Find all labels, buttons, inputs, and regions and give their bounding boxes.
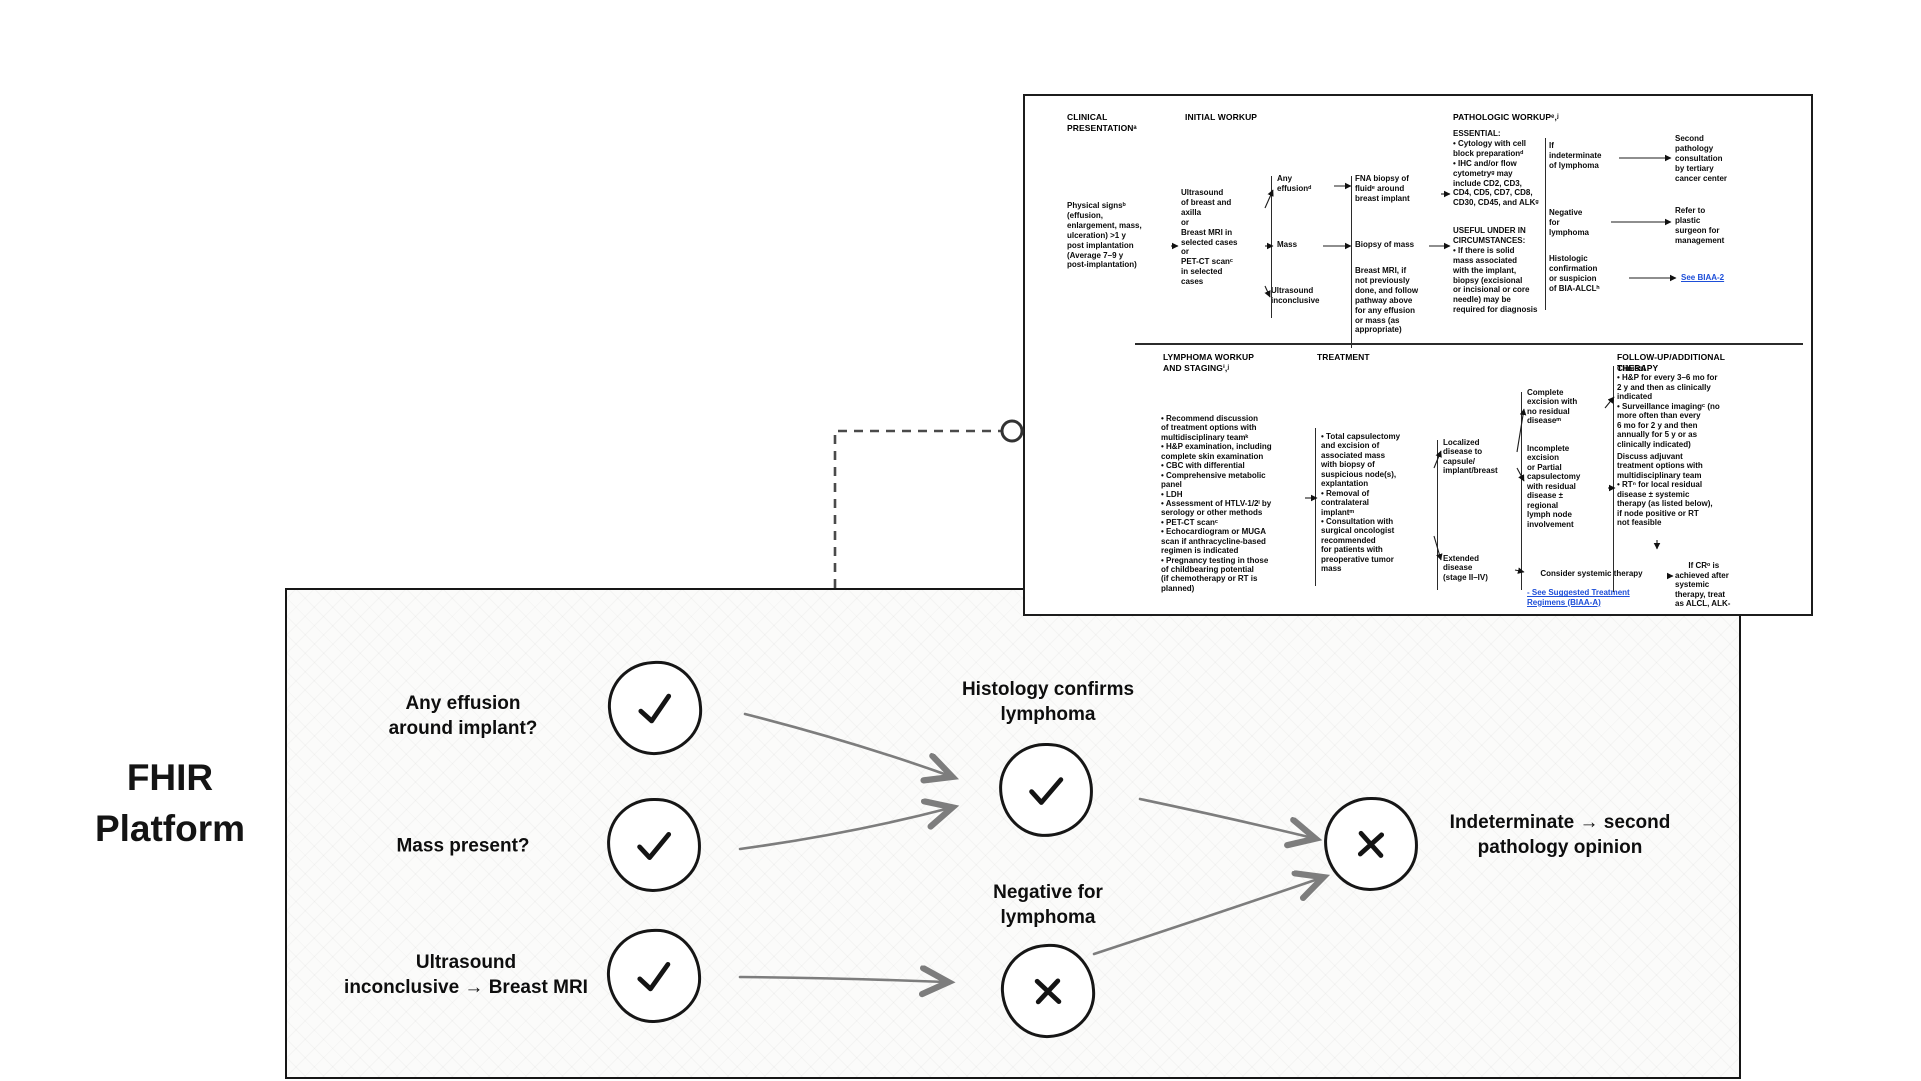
node-negative-lymphoma: Negative for lymphoma xyxy=(1549,208,1590,237)
bracket-line xyxy=(1613,366,1614,592)
x-node-indeterminate[interactable] xyxy=(1322,795,1420,893)
node-essential: ESSENTIAL: • Cytology with cell block pr… xyxy=(1453,129,1539,208)
question-effusion-label[interactable]: Any effusion around implant? xyxy=(388,692,538,739)
node-adjuvant: Discuss adjuvant treatment options with … xyxy=(1617,452,1713,528)
check-icon xyxy=(638,693,672,724)
node-useful: USEFUL UNDER IN CIRCUMSTANCES: • If ther… xyxy=(1453,226,1538,315)
consider-systemic-text: Consider systemic therapy xyxy=(1540,569,1643,579)
flowchart-header-initial: INITIAL WORKUP xyxy=(1185,112,1258,122)
x-node-negative[interactable] xyxy=(998,941,1098,1041)
bracket-line xyxy=(1315,428,1316,586)
link-see-biaa2: See BIAA-2 xyxy=(1681,273,1725,282)
node-breast-mri: Breast MRI, if not previously done, and … xyxy=(1355,266,1419,335)
node-if-cr: If CRᵒ is achieved after systemic therap… xyxy=(1675,552,1765,614)
node-physical-signs: Physical signsᵇ (effusion, enlargement, … xyxy=(1067,201,1142,270)
check-node-ultrasound[interactable] xyxy=(605,927,703,1025)
bracket-line xyxy=(1521,392,1522,590)
node-biopsy-of-mass: Biopsy of mass xyxy=(1355,240,1415,249)
outcome-negative-label[interactable]: Negative for lymphoma xyxy=(993,881,1103,928)
outcome-indeterminate-label[interactable]: Indeterminate → second pathology opinion xyxy=(1449,811,1671,858)
check-icon xyxy=(637,961,671,992)
bracket-line xyxy=(1437,440,1438,590)
question-mass-label[interactable]: Mass present? xyxy=(396,835,530,857)
node-incomplete-excision: Incomplete excision or Partial capsulect… xyxy=(1527,444,1581,529)
node-treatment-list: • Total capsulectomy and excision of ass… xyxy=(1321,432,1401,574)
reference-connector xyxy=(833,419,1024,588)
if-cr-text: If CRᵒ is achieved after systemic therap… xyxy=(1675,561,1731,609)
node-fna-biopsy: FNA biopsy of fluidᵉ around breast impla… xyxy=(1355,174,1410,203)
flowchart-header-followup: FOLLOW-UP/ADDITIONAL THERAPY xyxy=(1617,352,1726,373)
flowchart-header-clinical: CLINICAL PRESENTATIONᵃ xyxy=(1067,112,1137,133)
x-icon xyxy=(1357,830,1385,858)
check-icon xyxy=(637,831,672,860)
check-node-mass[interactable] xyxy=(605,796,703,894)
flowchart-divider xyxy=(1135,343,1803,345)
node-second-pathology: Second pathology consultation by tertiar… xyxy=(1675,134,1728,183)
node-consider-systemic: Consider systemic therapy - See Suggeste… xyxy=(1527,560,1667,614)
outcome-histology-label[interactable]: Histology confirms lymphoma xyxy=(961,678,1135,725)
platform-label[interactable]: FHIR Platform xyxy=(40,752,300,854)
question-ultrasound-label[interactable]: Ultrasound inconclusive → Breast MRI xyxy=(344,951,588,998)
platform-label-line1: FHIR xyxy=(126,757,214,798)
flowchart-arrows xyxy=(1171,154,1677,580)
node-extended-disease: Extended disease (stage II–IV) xyxy=(1443,554,1488,582)
node-ultrasound-inconclusive: Ultrasound inconclusive xyxy=(1271,286,1320,305)
node-followup-clinical: Clinical • H&P for every 3–6 mo for 2 y … xyxy=(1617,364,1720,449)
flowchart-header-lymphoma: LYMPHOMA WORKUP AND STAGINGⁱ,ʲ xyxy=(1163,352,1255,373)
bracket-line xyxy=(1545,138,1546,310)
node-staging-list: • Recommend discussion of treatment opti… xyxy=(1161,414,1272,593)
connector-endpoint-icon[interactable] xyxy=(1000,419,1024,443)
platform-label-line2: Platform xyxy=(94,808,246,850)
flowchart-header-treatment: TREATMENT xyxy=(1317,352,1370,362)
node-complete-excision: Complete excision with no residual disea… xyxy=(1527,388,1578,426)
node-histologic-confirmation: Histologic confirmation or suspicion of … xyxy=(1549,254,1600,293)
node-localized-disease: Localized disease to capsule/ implant/br… xyxy=(1443,438,1498,476)
node-mass: Mass xyxy=(1277,240,1298,249)
node-refer-plastic: Refer to plastic surgeon for management xyxy=(1675,206,1725,245)
link-see-regimens: - See Suggested Treatment Regimens (BIAA… xyxy=(1527,588,1630,607)
x-icon xyxy=(1034,978,1062,1005)
node-initial-imaging: Ultrasound of breast and axilla or Breas… xyxy=(1181,188,1238,287)
node-any-effusion: Any effusionᵈ xyxy=(1277,174,1312,193)
nccn-flowchart-image[interactable]: CLINICAL PRESENTATIONᵃ INITIAL WORKUP PA… xyxy=(1023,94,1813,616)
flowchart-header-pathologic: PATHOLOGIC WORKUPᵉ,ʲ xyxy=(1453,112,1559,122)
bracket-line xyxy=(1351,176,1352,348)
check-icon xyxy=(1029,777,1064,805)
whiteboard-frame[interactable] xyxy=(285,588,1741,1079)
node-if-indeterminate: If indeterminate of lymphoma xyxy=(1549,141,1602,170)
check-node-histology[interactable] xyxy=(996,740,1096,840)
check-node-effusion[interactable] xyxy=(605,658,705,758)
dashed-connector-line xyxy=(833,429,1001,588)
